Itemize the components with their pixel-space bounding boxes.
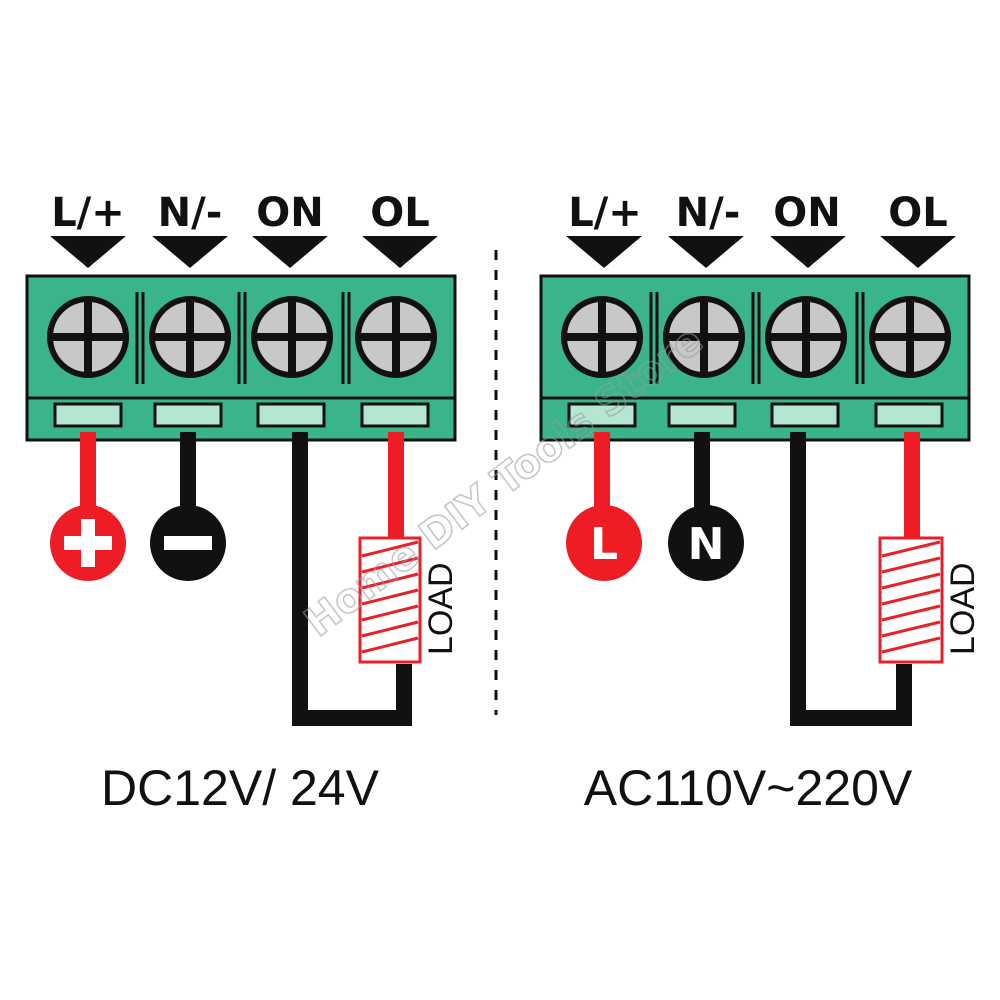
negative-wire (180, 432, 196, 512)
label-ol: OL (370, 190, 430, 236)
label-ol: OL (888, 190, 948, 236)
label-n-minus: N/- (158, 190, 223, 236)
load-label: LOAD (944, 562, 982, 655)
positive-wire (80, 432, 96, 512)
live-letter: L (590, 519, 618, 570)
ol-wire (388, 432, 404, 538)
positive-terminal (50, 505, 126, 581)
neutral-letter: N (688, 519, 725, 570)
screw-icon (149, 296, 231, 378)
label-l-plus: L/+ (51, 190, 125, 236)
screw-icon (869, 296, 951, 378)
down-arrow-icon (362, 236, 438, 268)
down-arrow-icon (770, 236, 846, 268)
label-on: ON (256, 190, 323, 236)
down-arrow-icon (668, 236, 744, 268)
down-arrow-icon (152, 236, 228, 268)
load-loop-wire (292, 432, 412, 726)
label-n-minus: N/- (676, 190, 741, 236)
dc-wiring-panel: L/+ N/- ON OL (25, 190, 460, 816)
dc-voltage-caption: DC12V/ 24V (101, 760, 380, 816)
label-l-plus: L/+ (568, 190, 642, 236)
negative-terminal (150, 505, 226, 581)
load-loop-wire (790, 432, 912, 726)
ac-voltage-caption: AC110V~220V (584, 760, 913, 816)
down-arrow-icon (252, 236, 328, 268)
screw-icon (47, 296, 129, 378)
coil-icon (878, 536, 944, 664)
screw-icon (561, 296, 643, 378)
down-arrow-icon (50, 236, 126, 268)
screw-icon (765, 296, 847, 378)
live-terminal: L (566, 505, 642, 581)
live-wire (594, 432, 610, 512)
screw-icon (663, 296, 745, 378)
down-arrow-icon (566, 236, 642, 268)
neutral-terminal: N (668, 505, 744, 581)
coil-icon (358, 536, 422, 664)
down-arrow-icon (880, 236, 956, 268)
label-on: ON (773, 190, 840, 236)
screw-icon (355, 296, 437, 378)
load-label: LOAD (422, 562, 460, 655)
ol-wire (904, 432, 920, 538)
screw-icon (251, 296, 333, 378)
ac-wiring-panel: L/+ N/- ON OL (539, 190, 982, 816)
neutral-wire (694, 432, 710, 512)
